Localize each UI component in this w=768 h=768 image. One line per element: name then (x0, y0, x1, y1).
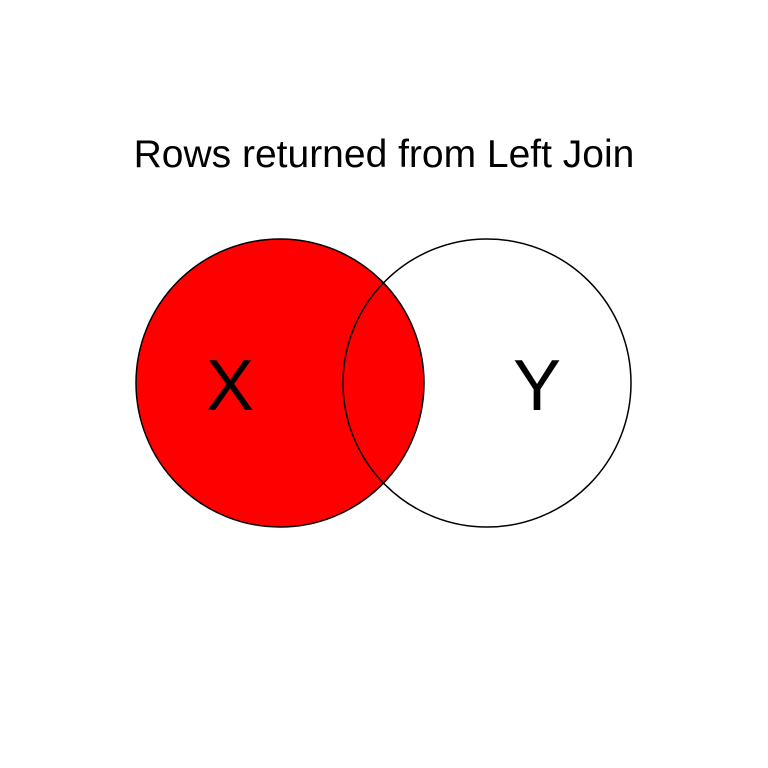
diagram-title: Rows returned from Left Join (133, 133, 635, 176)
set-x-circle (135, 238, 425, 528)
set-y-label: Y (513, 346, 561, 426)
set-y-circle (342, 238, 632, 528)
set-x-label: X (206, 346, 254, 426)
